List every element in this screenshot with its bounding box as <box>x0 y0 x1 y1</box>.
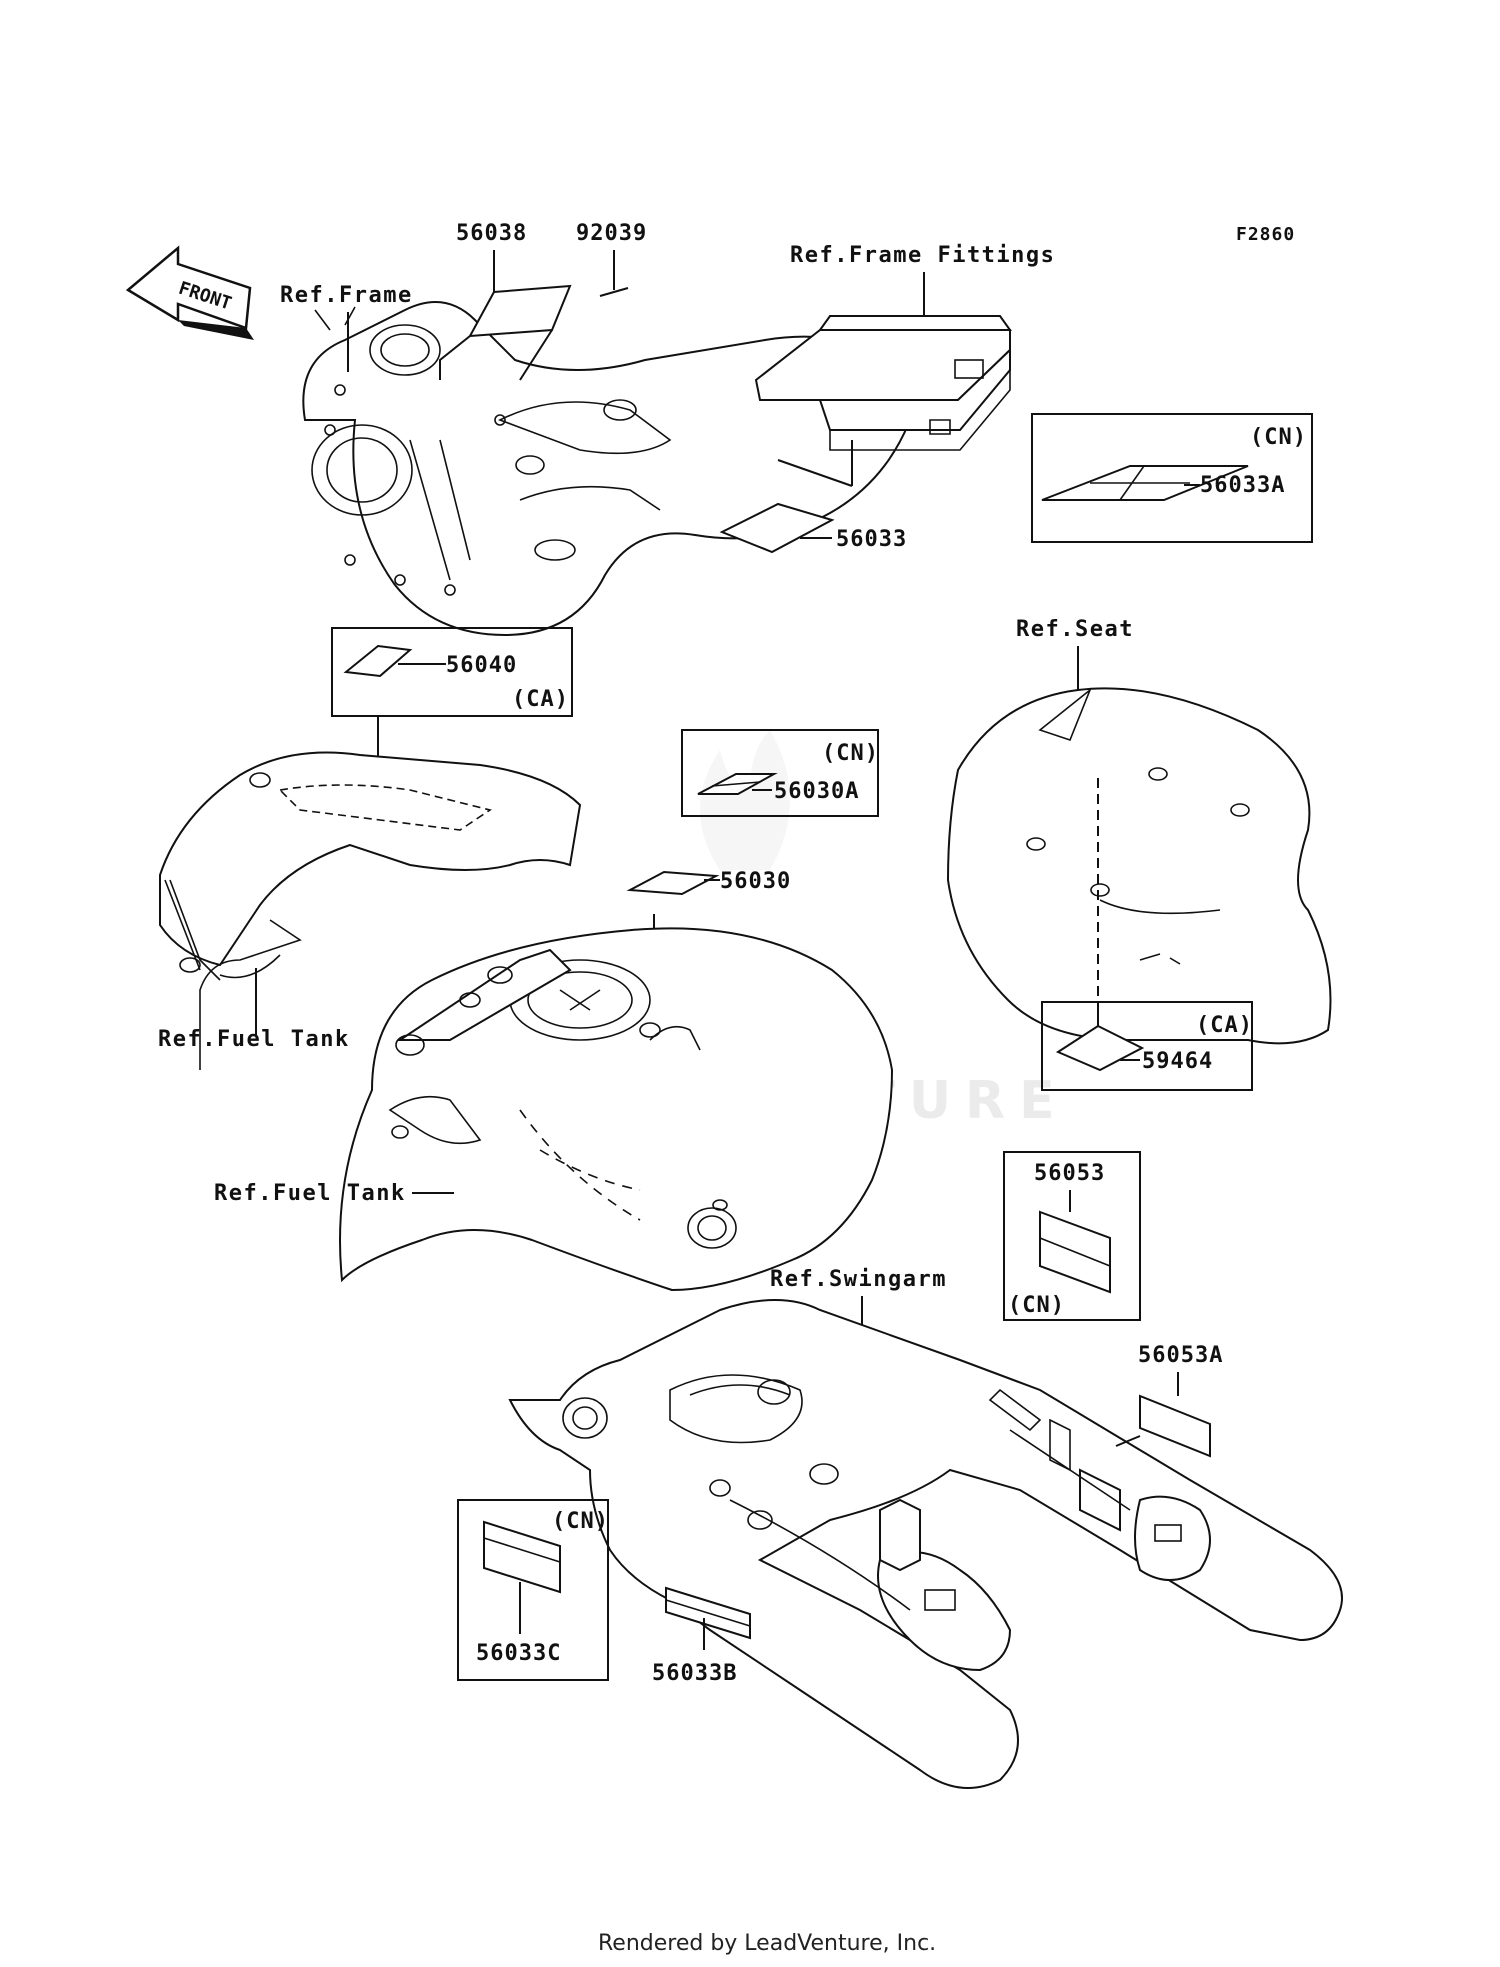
front-arrow-icon: FRONT <box>125 245 254 340</box>
ref-swingarm-label: Ref.Swingarm <box>770 1267 947 1292</box>
part-59464-box <box>1041 1001 1253 1091</box>
ref-seat-label: Ref.Seat <box>1016 617 1134 642</box>
region-tag-56053: (CN) <box>1008 1293 1065 1318</box>
ref-fuel-tank-center-label: Ref.Fuel Tank <box>214 1181 406 1206</box>
part-56033-label: 56033 <box>836 527 907 552</box>
part-56053A-sticker <box>1139 1394 1211 1458</box>
part-56038-label: 56038 <box>456 221 527 246</box>
fuel-tank-illustration <box>339 927 894 1292</box>
part-59464-label: 59464 <box>1142 1049 1213 1074</box>
part-56038-sticker <box>468 284 572 338</box>
part-56030A-box <box>681 729 879 817</box>
part-56040-label: 56040 <box>446 653 517 678</box>
region-tag-56030A: (CN) <box>822 741 879 766</box>
part-56033C-label: 56033C <box>476 1641 561 1666</box>
part-56033-sticker <box>719 502 835 554</box>
part-56053A-label: 56053A <box>1138 1343 1223 1368</box>
part-56030-sticker <box>626 870 720 896</box>
ref-fuel-tank-left-label: Ref.Fuel Tank <box>158 1027 350 1052</box>
region-tag-59464: (CA) <box>1196 1013 1253 1038</box>
ref-frame-fittings-label: Ref.Frame Fittings <box>790 243 1055 268</box>
footer-credit: Rendered by LeadVenture, Inc. <box>598 1931 936 1956</box>
fuel-tank-cover-illustration <box>159 751 582 1070</box>
part-56030A-label: 56030A <box>774 779 859 804</box>
part-92039-clip <box>599 287 629 297</box>
region-tag-56033A: (CN) <box>1250 425 1307 450</box>
toolbox-illustration <box>754 315 1012 451</box>
part-92039-label: 92039 <box>576 221 647 246</box>
part-56033C-box <box>457 1499 609 1681</box>
part-56053-box <box>1003 1151 1141 1321</box>
part-56033A-label: 56033A <box>1200 473 1285 498</box>
part-56033C-sticker <box>483 1520 561 1594</box>
part-56033A-box <box>1031 413 1313 543</box>
part-56040-box <box>331 627 573 717</box>
region-tag-56040: (CA) <box>512 687 569 712</box>
seat-illustration <box>946 687 1332 1045</box>
ref-frame-label: Ref.Frame <box>280 283 413 308</box>
region-tag-56033C: (CN) <box>552 1509 609 1534</box>
part-56030-label: 56030 <box>720 869 791 894</box>
swingarm-illustration <box>508 1299 1343 1789</box>
diagram-code: F2860 <box>1236 224 1295 245</box>
part-56053-label: 56053 <box>1034 1161 1105 1186</box>
part-56033B-label: 56033B <box>652 1661 737 1686</box>
part-56040-sticker <box>343 644 413 678</box>
